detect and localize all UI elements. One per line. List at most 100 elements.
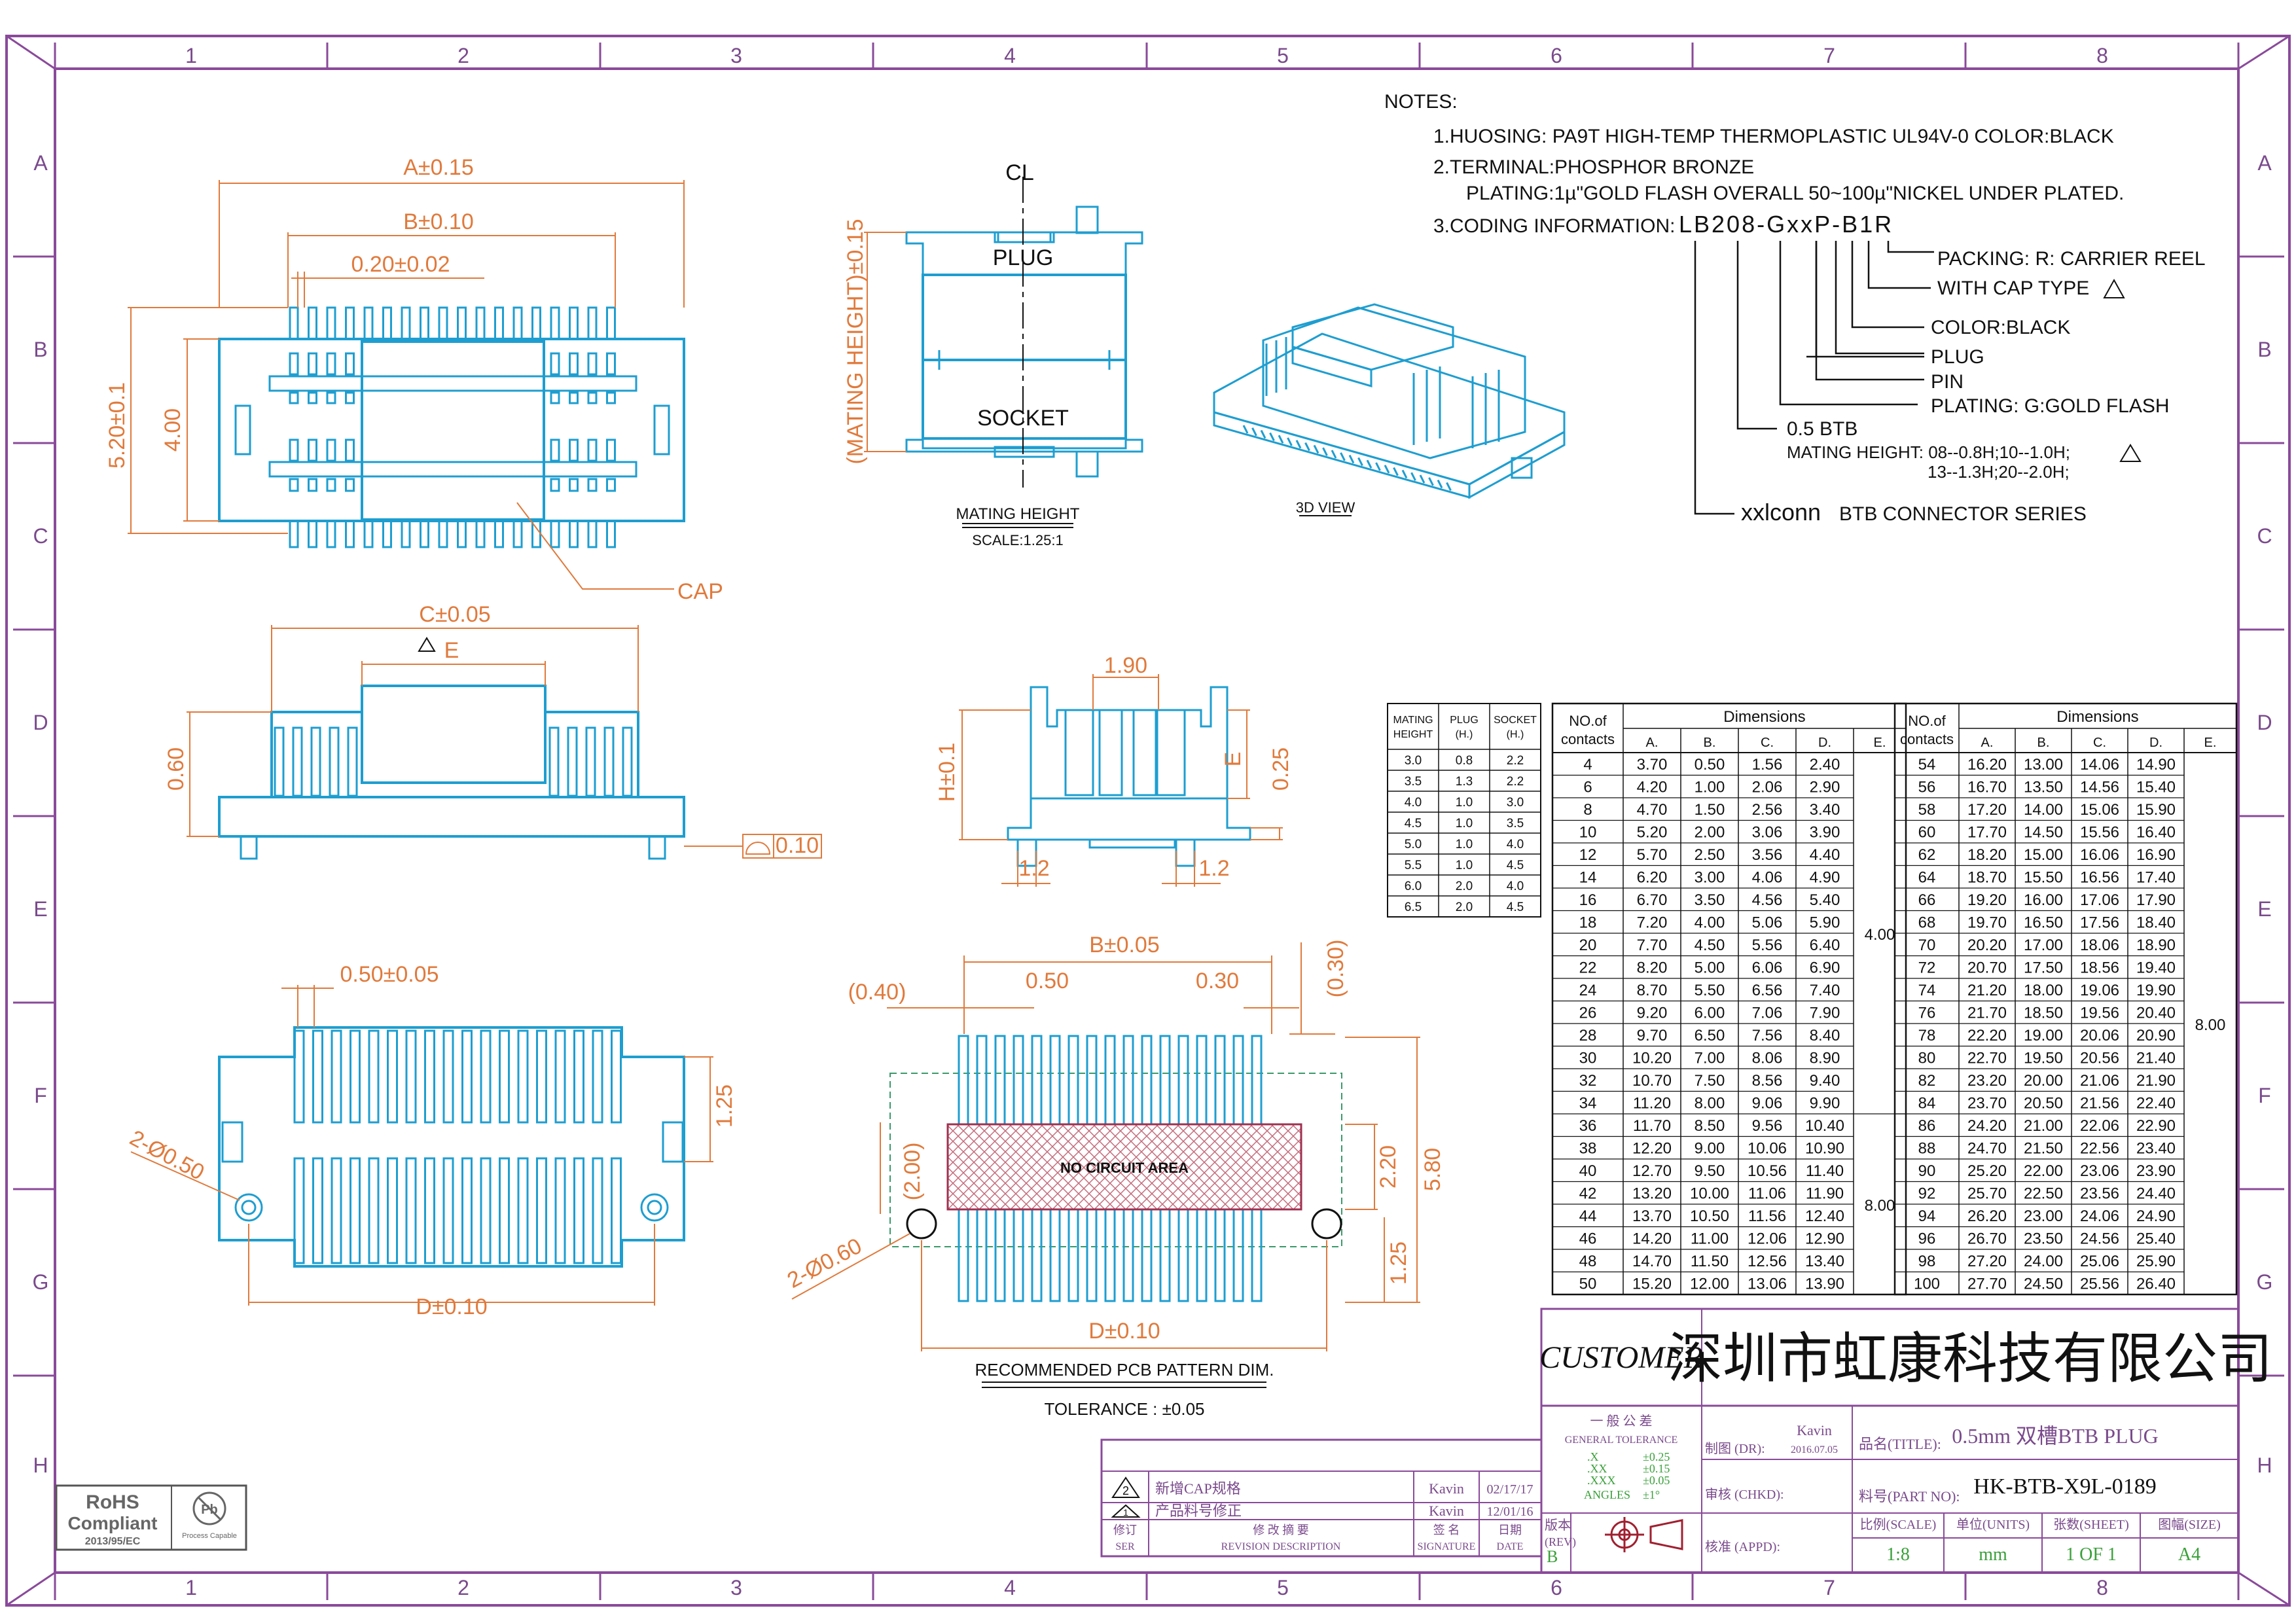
tol-ang: ANGLES	[1584, 1488, 1630, 1501]
dim-cell: 21.00	[2024, 1117, 2063, 1135]
contact	[569, 352, 579, 376]
pin	[326, 520, 336, 548]
partno-value: HK-BTB-X9L-0189	[1973, 1474, 2157, 1499]
dim-400-label: 4.00	[160, 408, 185, 452]
rev-h-date-cn: 日期	[1498, 1524, 1522, 1537]
row-label: C	[2257, 524, 2272, 548]
pin	[1295, 440, 1302, 449]
mating-cell: 2.0	[1456, 901, 1473, 914]
socket-label: SOCKET	[977, 406, 1069, 431]
dim-cell: 62	[1918, 846, 1936, 864]
pin	[382, 520, 392, 548]
dim-cell: 32	[1579, 1072, 1597, 1090]
dim-cell: 25.90	[2136, 1253, 2176, 1270]
dim-060-label: 0.60	[164, 747, 188, 791]
dim-cell: 9.40	[1810, 1072, 1840, 1090]
contact	[569, 391, 579, 404]
pin-row-upper	[289, 306, 616, 340]
dim-d1-label: D±0.10	[416, 1294, 487, 1319]
flatness-label: 0.10	[776, 833, 819, 858]
dim-cell: 8.00	[1695, 1095, 1725, 1113]
dim-cell: 23.20	[1967, 1072, 2007, 1090]
bottom-view	[218, 1026, 685, 1268]
pin	[438, 520, 448, 548]
dim-cell: 18.90	[2136, 936, 2176, 954]
pin	[1366, 459, 1372, 469]
dim-cell: 3.00	[1695, 869, 1725, 887]
contact	[289, 352, 299, 376]
dim-cell: 2.06	[1752, 779, 1783, 796]
dim-cell: 1.56	[1752, 756, 1783, 774]
dim-cell: 13.90	[1805, 1275, 1844, 1293]
code-mating1: MATING HEIGHT: 08--0.8H;10--1.0H;	[1787, 442, 2070, 462]
dim-cell: 7.70	[1637, 936, 1668, 954]
pcb-pad	[994, 1035, 1006, 1126]
dim-cell: 2.40	[1810, 756, 1840, 774]
dim-cell: 76	[1918, 1005, 1936, 1022]
pin	[368, 1029, 380, 1124]
coding-string: LB208-GxxP-B1R	[1679, 211, 1893, 238]
dim-cell: 13.06	[1748, 1275, 1787, 1293]
dim-cell: 70	[1918, 936, 1936, 954]
dim-cell: 4.90	[1810, 869, 1840, 887]
dim-cell: 14.00	[2024, 801, 2063, 819]
dim-cell: 9.90	[1810, 1095, 1840, 1113]
pcb-pad	[1159, 1208, 1171, 1302]
dim-cell: 19.20	[1967, 891, 2007, 909]
dimensions-header: Dimensions	[1723, 708, 1805, 726]
code-plating: PLATING: G:GOLD FLASH	[1931, 395, 2170, 417]
dim-cell: 5.50	[1695, 982, 1725, 999]
pcb-pad	[1251, 1208, 1263, 1302]
dim-cell: 5.70	[1637, 846, 1668, 864]
pcb-pad	[1214, 1208, 1226, 1302]
mating-title: MATING HEIGHT	[956, 505, 1080, 523]
dim-cell: 4.00	[1695, 914, 1725, 932]
pin	[345, 520, 355, 548]
mating-cell: 2.0	[1456, 880, 1473, 893]
col-label: 6	[1551, 1576, 1562, 1599]
dim-cell: 12.90	[1805, 1230, 1844, 1248]
pin	[606, 306, 616, 340]
rev-date: 02/17/17	[1486, 1482, 1533, 1497]
pb-sub: Process Capable	[182, 1532, 237, 1540]
mating-header: SOCKET	[1494, 715, 1537, 726]
dim-e-cell: 4.00	[1865, 926, 1895, 944]
dim-cell: 46	[1579, 1230, 1597, 1248]
contact	[308, 352, 317, 376]
dim-cell: 20.20	[1967, 936, 2007, 954]
row-label: G	[33, 1270, 49, 1294]
projection-symbol-icon	[1605, 1517, 1683, 1552]
row-label: G	[2257, 1270, 2273, 1294]
dim-12b-label: 1.2	[1198, 856, 1229, 881]
dim-cell: 15.00	[2024, 846, 2063, 864]
pcb-220-label: 2.20	[1376, 1145, 1401, 1188]
pin	[1269, 432, 1275, 442]
dim-cell: 15.50	[2024, 869, 2063, 887]
pin	[554, 1029, 566, 1124]
contact	[326, 478, 336, 492]
dim-cell: 10.56	[1748, 1162, 1787, 1180]
dim-cell: 44	[1579, 1207, 1597, 1225]
dim-cell: 1.50	[1695, 801, 1725, 819]
dim-cell: 2.90	[1810, 779, 1840, 796]
pin	[567, 726, 578, 797]
mating-cell: 4.0	[1507, 838, 1524, 851]
dim-col-header: C.	[2093, 736, 2106, 750]
dim-cell: 24.70	[1967, 1140, 2007, 1158]
dim-cell: 13.00	[2024, 756, 2063, 774]
inner-contacts	[289, 352, 616, 492]
dim-cell: 22	[1579, 959, 1597, 977]
bottom-dims	[130, 985, 713, 1306]
dim-cell: 8.06	[1752, 1050, 1783, 1067]
pin	[494, 520, 504, 548]
code-pin: PIN	[1931, 371, 1964, 393]
dim-cell: 86	[1918, 1117, 1936, 1135]
dim-cell: 5.90	[1810, 914, 1840, 932]
dim-cell: 12.40	[1805, 1207, 1844, 1225]
pin	[512, 520, 523, 548]
dim-cell: 4.56	[1752, 891, 1783, 909]
dim-cell: 60	[1918, 824, 1936, 842]
pcb-200-label: (2.00)	[900, 1143, 925, 1201]
row-label: A	[2257, 151, 2272, 175]
mating-dim-label: (MATING HEIGHT)±0.15	[843, 219, 868, 464]
